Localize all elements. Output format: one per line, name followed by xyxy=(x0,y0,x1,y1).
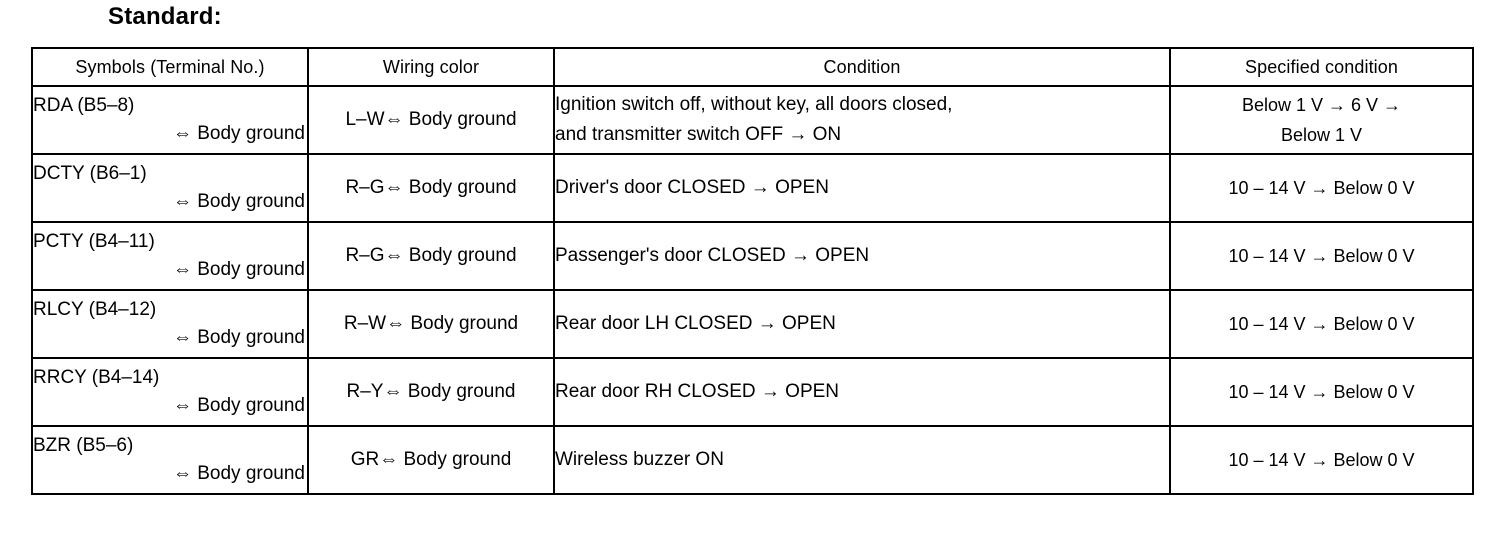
symbol-terminal-label: BZR (B5–6) xyxy=(33,435,134,456)
cell-symbol: RRCY (B4–14) ⇔ Body ground xyxy=(31,357,309,427)
condition-line: Wireless buzzer ON xyxy=(555,449,724,470)
column-header-wiring-color: Wiring color xyxy=(307,47,555,87)
cell-specified-condition: 10 – 14 V → Below 0 V xyxy=(1169,357,1474,427)
symbol-body-ground-label: ⇔ Body ground xyxy=(172,327,305,348)
symbol-body-ground-label: ⇔ Body ground xyxy=(172,463,305,484)
cell-condition: Rear door LH CLOSED → OPEN xyxy=(553,289,1171,359)
condition-line: Rear door RH CLOSED → OPEN xyxy=(555,381,840,402)
cell-condition: Ignition switch off, without key, all do… xyxy=(553,85,1171,155)
page-title: Standard: xyxy=(108,3,222,30)
cell-wiring-color: R–W⇔ Body ground xyxy=(307,289,555,359)
condition-line: Passenger's door CLOSED → OPEN xyxy=(555,245,870,266)
symbol-body-ground-label: ⇔ Body ground xyxy=(172,395,305,416)
cell-symbol: PCTY (B4–11) ⇔ Body ground xyxy=(31,221,309,291)
specified-condition-line: Below 1 V → 6 V → xyxy=(1241,95,1402,115)
table-header: Symbols (Terminal No.) Wiring color Cond… xyxy=(31,47,1474,87)
cell-wiring-color: GR⇔ Body ground xyxy=(307,425,555,495)
symbol-terminal-label: RDA (B5–8) xyxy=(33,95,135,116)
cell-specified-condition: 10 – 14 V → Below 0 V xyxy=(1169,153,1474,223)
cell-wiring-color: R–G⇔ Body ground xyxy=(307,153,555,223)
cell-condition: Wireless buzzer ON xyxy=(553,425,1171,495)
cell-specified-condition: 10 – 14 V → Below 0 V xyxy=(1169,425,1474,495)
specified-condition-line: 10 – 14 V → Below 0 V xyxy=(1228,314,1415,334)
cell-symbol: RDA (B5–8) ⇔ Body ground xyxy=(31,85,309,155)
table-header-row: Symbols (Terminal No.) Wiring color Cond… xyxy=(31,47,1474,87)
symbol-body-ground-label: ⇔ Body ground xyxy=(172,123,305,144)
standard-inspection-table: Symbols (Terminal No.) Wiring color Cond… xyxy=(31,47,1474,495)
condition-line: Driver's door CLOSED → OPEN xyxy=(555,177,829,198)
cell-wiring-color: R–Y⇔ Body ground xyxy=(307,357,555,427)
cell-wiring-color: L–W⇔ Body ground xyxy=(307,85,555,155)
cell-wiring-color: R–G⇔ Body ground xyxy=(307,221,555,291)
cell-symbol: DCTY (B6–1) ⇔ Body ground xyxy=(31,153,309,223)
cell-condition: Driver's door CLOSED → OPEN xyxy=(553,153,1171,223)
symbol-terminal-label: RRCY (B4–14) xyxy=(33,367,160,388)
cell-symbol: BZR (B5–6) ⇔ Body ground xyxy=(31,425,309,495)
cell-symbol: RLCY (B4–12) ⇔ Body ground xyxy=(31,289,309,359)
cell-specified-condition: Below 1 V → 6 V → Below 1 V xyxy=(1169,85,1474,155)
specified-condition-line: Below 1 V xyxy=(1280,125,1363,145)
column-header-specified-condition: Specified condition xyxy=(1169,47,1474,87)
specified-condition-line: 10 – 14 V → Below 0 V xyxy=(1228,246,1415,266)
specified-condition-line: 10 – 14 V → Below 0 V xyxy=(1228,178,1415,198)
symbol-terminal-label: DCTY (B6–1) xyxy=(33,163,147,184)
column-header-condition: Condition xyxy=(553,47,1171,87)
symbol-body-ground-label: ⇔ Body ground xyxy=(172,259,305,280)
specified-condition-line: 10 – 14 V → Below 0 V xyxy=(1228,382,1415,402)
symbol-body-ground-label: ⇔ Body ground xyxy=(172,191,305,212)
cell-condition: Passenger's door CLOSED → OPEN xyxy=(553,221,1171,291)
condition-line: Rear door LH CLOSED → OPEN xyxy=(555,313,836,334)
condition-line: Ignition switch off, without key, all do… xyxy=(555,94,953,115)
cell-specified-condition: 10 – 14 V → Below 0 V xyxy=(1169,289,1474,359)
cell-condition: Rear door RH CLOSED → OPEN xyxy=(553,357,1171,427)
specified-condition-line: 10 – 14 V → Below 0 V xyxy=(1228,450,1415,470)
symbol-terminal-label: PCTY (B4–11) xyxy=(33,231,155,252)
symbol-terminal-label: RLCY (B4–12) xyxy=(33,299,157,320)
cell-specified-condition: 10 – 14 V → Below 0 V xyxy=(1169,221,1474,291)
condition-line: and transmitter switch OFF → ON xyxy=(555,124,842,145)
column-header-symbols: Symbols (Terminal No.) xyxy=(31,47,309,87)
